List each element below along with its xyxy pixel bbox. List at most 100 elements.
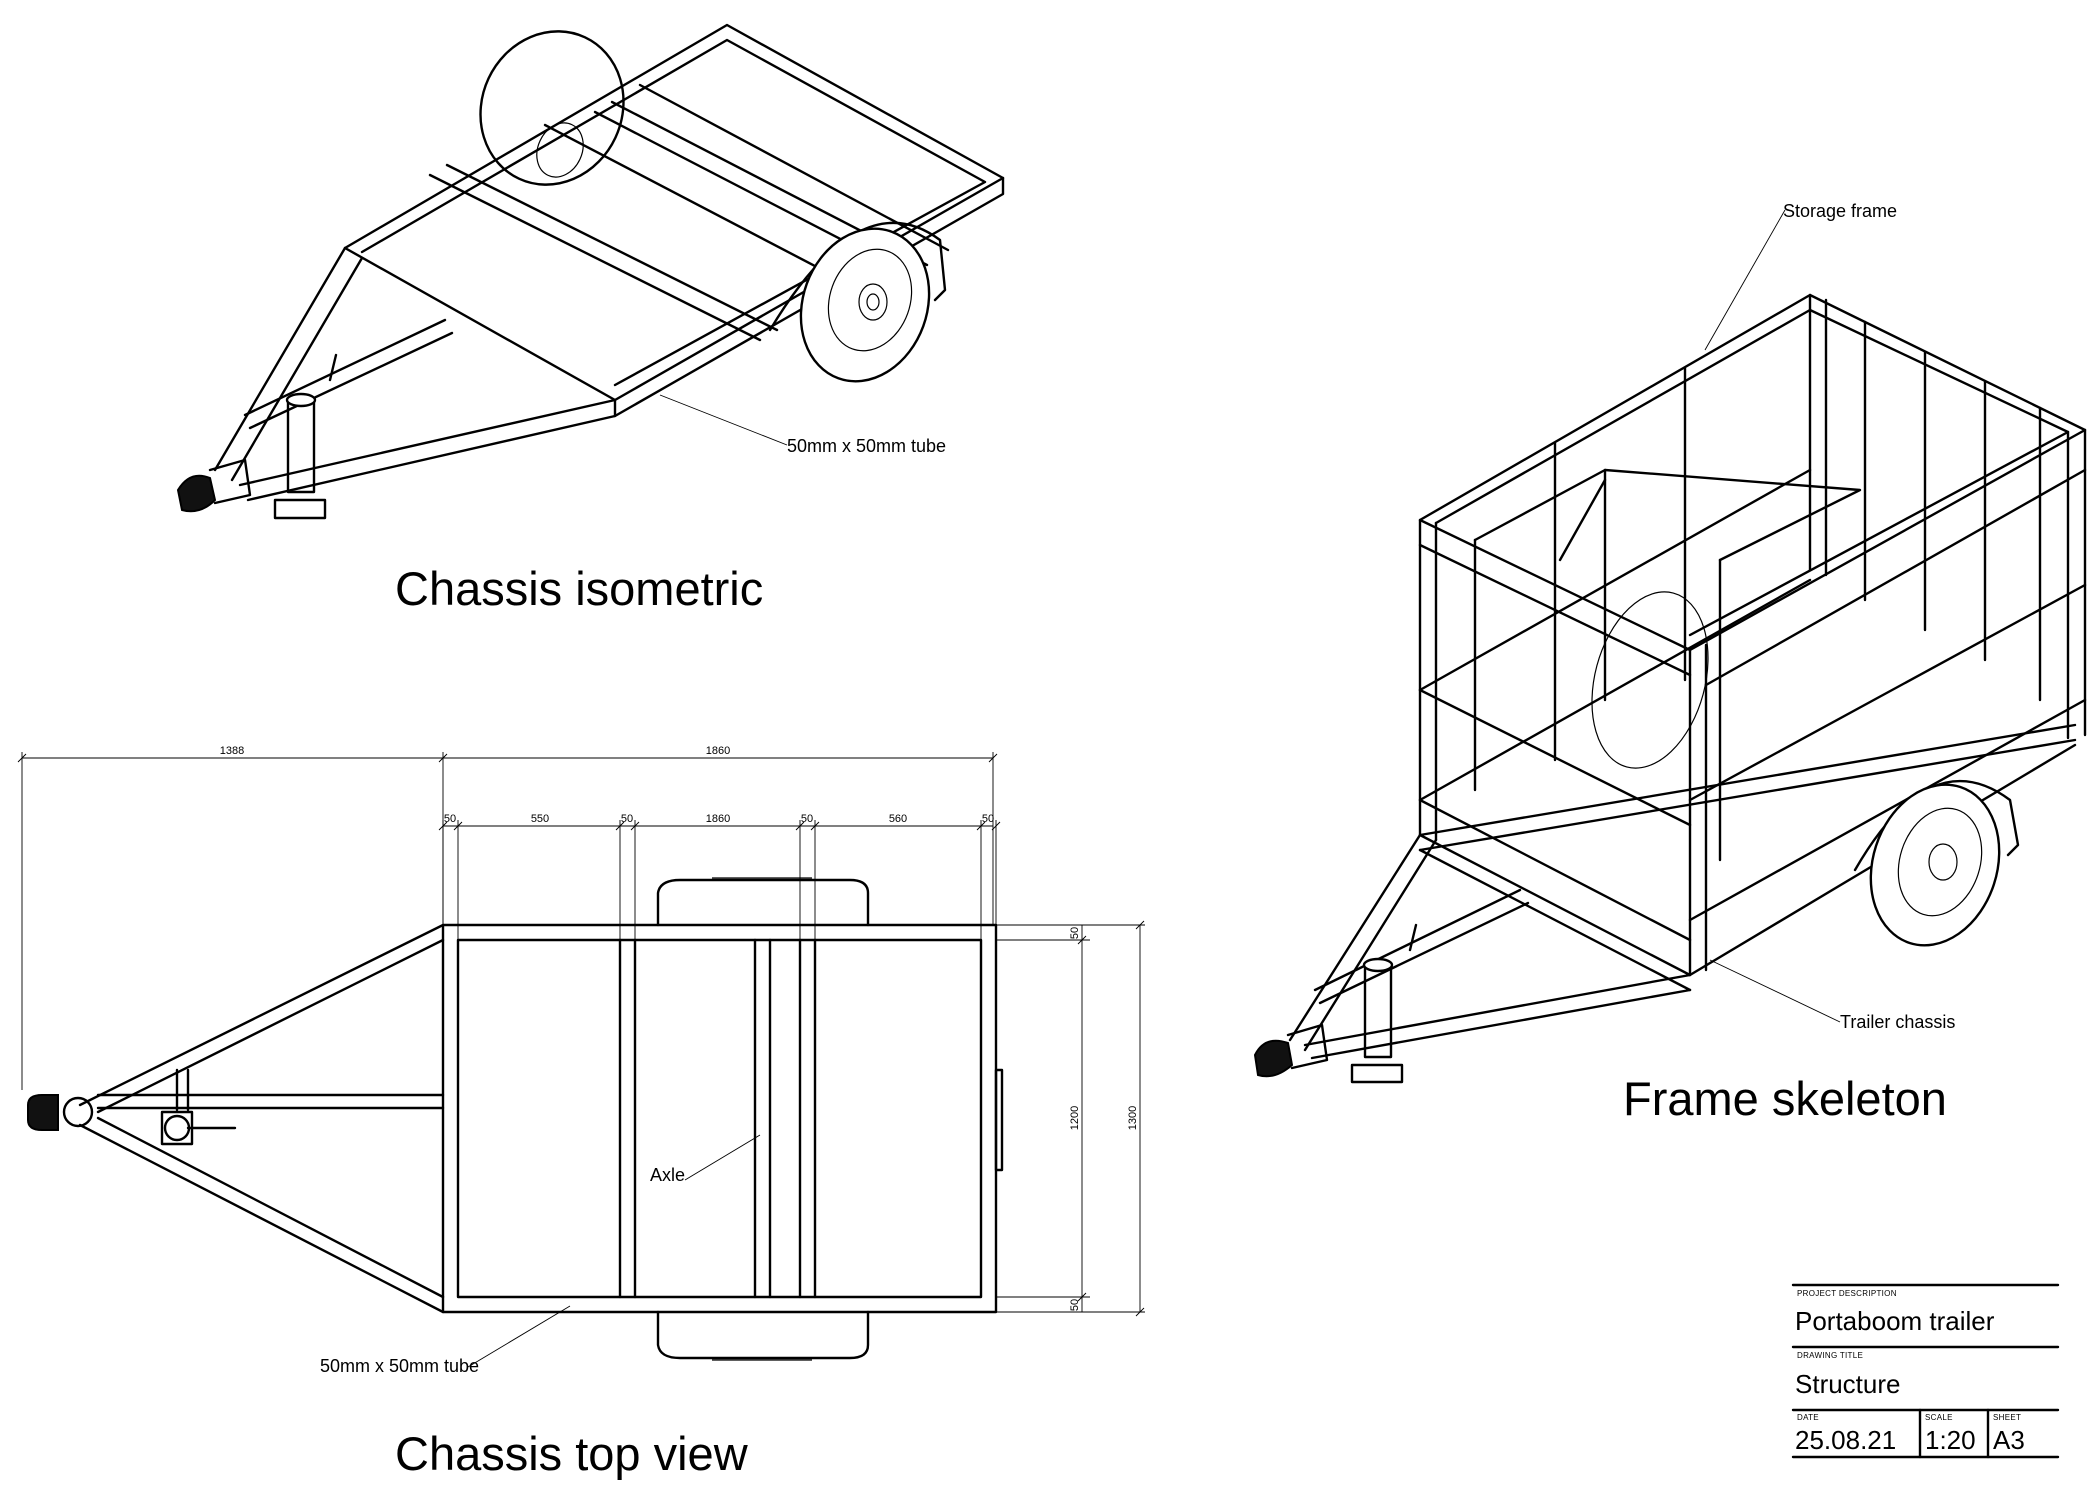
dim-width-inner: 1200 xyxy=(1069,1106,1081,1130)
top-axle-callout: Axle xyxy=(650,1165,685,1185)
top-view-title: Chassis top view xyxy=(395,1427,749,1480)
iso-cross-1b xyxy=(445,163,779,332)
fs-rail-right-1 xyxy=(1688,583,2087,802)
jockey-base xyxy=(273,498,327,520)
top-tube-leader xyxy=(467,1305,571,1368)
fs-inner-box-top xyxy=(1473,468,1862,562)
top-drawbar-upper xyxy=(78,923,445,1107)
top-drawbar-upper-b xyxy=(96,938,445,1114)
iso-cross-1 xyxy=(428,173,762,342)
iso-hitch-body xyxy=(208,458,252,505)
dim-body-length: 1860 xyxy=(706,745,730,757)
tb-drawing-label: DRAWING TITLE xyxy=(1797,1351,1863,1360)
fs-chassis-front xyxy=(1418,833,1692,977)
near-wheel-rim xyxy=(827,248,913,352)
dim-seg-f: 560 xyxy=(889,813,907,825)
iso-cross-3 xyxy=(638,83,950,252)
fs-jockey-base xyxy=(1350,1063,1404,1084)
iso-view-title: Chassis isometric xyxy=(395,562,763,615)
jockey-post-top xyxy=(285,392,317,408)
near-wheel xyxy=(799,227,931,383)
fs-near-wheel xyxy=(1869,783,2001,947)
fs-drawbar-brace-b xyxy=(1318,901,1530,1005)
top-jockey-post xyxy=(163,1114,191,1142)
dim-seg-a: 50 xyxy=(444,813,456,825)
frame-skeleton-view: Storage frame Trailer chassis Frame skel… xyxy=(1253,201,2087,1125)
iso-tube-callout: 50mm x 50mm tube xyxy=(787,436,946,456)
dim-seg-e: 50 xyxy=(801,813,813,825)
fs-rail-front-2 xyxy=(1418,688,1692,827)
top-tube-callout: 50mm x 50mm tube xyxy=(320,1356,479,1376)
chassis-isometric-view: 50mm x 50mm tube Chassis isometric xyxy=(176,23,1005,615)
near-mudguard xyxy=(768,221,947,332)
dim-seg-c: 50 xyxy=(621,813,633,825)
fs-hitch xyxy=(1253,1039,1294,1078)
fs-chassis-callout: Trailer chassis xyxy=(1840,1012,1955,1032)
fs-chassis-front-b xyxy=(1418,848,1692,992)
iso-drawbar-brace xyxy=(243,318,447,417)
fs-near-wheel-hub xyxy=(1928,843,1958,881)
dim-width-inner-bottom: 50 xyxy=(1069,1299,1081,1311)
dim-seg-b: 550 xyxy=(531,813,549,825)
dim-width-inner-top: 50 xyxy=(1069,927,1081,939)
iso-frame-inner xyxy=(360,38,987,387)
jockey-post xyxy=(286,398,316,494)
far-wheel xyxy=(479,30,625,186)
fs-near-wheel-rim xyxy=(1897,807,1983,917)
top-hitch-ring xyxy=(62,1096,94,1128)
fs-rail-right-3 xyxy=(1704,468,2087,687)
iso-drawbar-right-b xyxy=(246,414,617,502)
fs-rail-right-2 xyxy=(1688,698,2087,922)
fs-rail-left-1 xyxy=(1418,468,1812,692)
top-wheel-lower xyxy=(656,1310,870,1360)
top-hitch xyxy=(27,1094,59,1131)
tb-scale: 1:20 xyxy=(1925,1425,1976,1455)
near-wheel-hub-inner xyxy=(866,293,880,311)
far-wheel-hub xyxy=(536,122,584,178)
fs-drawbar-right xyxy=(1303,973,1692,1047)
fs-chassis-side-b xyxy=(1418,738,2077,852)
fs-storage-callout: Storage frame xyxy=(1783,201,1897,221)
fs-drawbar-left-b xyxy=(1303,838,1438,1052)
title-block: PROJECT DESCRIPTION Portaboom trailer DR… xyxy=(1791,1283,2060,1459)
top-wheel-upper xyxy=(656,878,870,927)
fs-far-wheel xyxy=(1591,591,1709,769)
fs-top-inner xyxy=(1434,308,2070,637)
fs-rail-front-3 xyxy=(1418,798,1692,942)
near-wheel-hub xyxy=(858,283,888,321)
iso-drawbar-right xyxy=(238,398,617,487)
chassis-top-view: Axle 50mm x 50mm tube 1388 1860 50 550 5… xyxy=(17,745,1145,1480)
top-drawbar-lower-b xyxy=(96,1116,445,1299)
tb-drawing: Structure xyxy=(1795,1369,1901,1399)
dim-seg-d: 1860 xyxy=(706,813,730,825)
fs-drawbar-brace xyxy=(1313,888,1522,992)
dim-drawbar-length: 1388 xyxy=(220,745,244,757)
iso-drawbar-brace-b xyxy=(248,331,454,430)
fs-rail-left-2 xyxy=(1418,578,1812,802)
jockey-handle xyxy=(328,353,338,382)
tb-sheet-label: SHEET xyxy=(1993,1413,2021,1422)
top-drawbar-lower xyxy=(78,1123,445,1314)
iso-hitch xyxy=(176,474,217,513)
top-frame-outer xyxy=(441,923,998,1314)
fs-chassis-side xyxy=(1418,723,2077,837)
tb-scale-label: SCALE xyxy=(1925,1413,1953,1422)
fs-jockey-handle xyxy=(1408,923,1418,952)
tb-date: 25.08.21 xyxy=(1795,1425,1896,1455)
top-rear-light xyxy=(994,1068,1004,1172)
top-frame-inner xyxy=(456,938,983,1299)
fs-rail-front-1 xyxy=(1418,543,1692,677)
fs-chassis-leader xyxy=(1709,959,1841,1023)
dim-seg-g: 50 xyxy=(982,813,994,825)
tb-sheet: A3 xyxy=(1993,1425,2025,1455)
fs-hitch-body xyxy=(1286,1023,1329,1070)
fs-inner-brace xyxy=(1558,478,1607,562)
dim-width-outer: 1300 xyxy=(1127,1106,1139,1130)
fs-storage-leader xyxy=(1704,209,1786,351)
fs-jockey-top xyxy=(1362,957,1394,973)
iso-drawbar-left-b xyxy=(230,256,364,482)
top-axle-leader xyxy=(684,1134,761,1181)
tb-date-label: DATE xyxy=(1797,1413,1819,1422)
iso-drawbar-left xyxy=(213,246,347,472)
